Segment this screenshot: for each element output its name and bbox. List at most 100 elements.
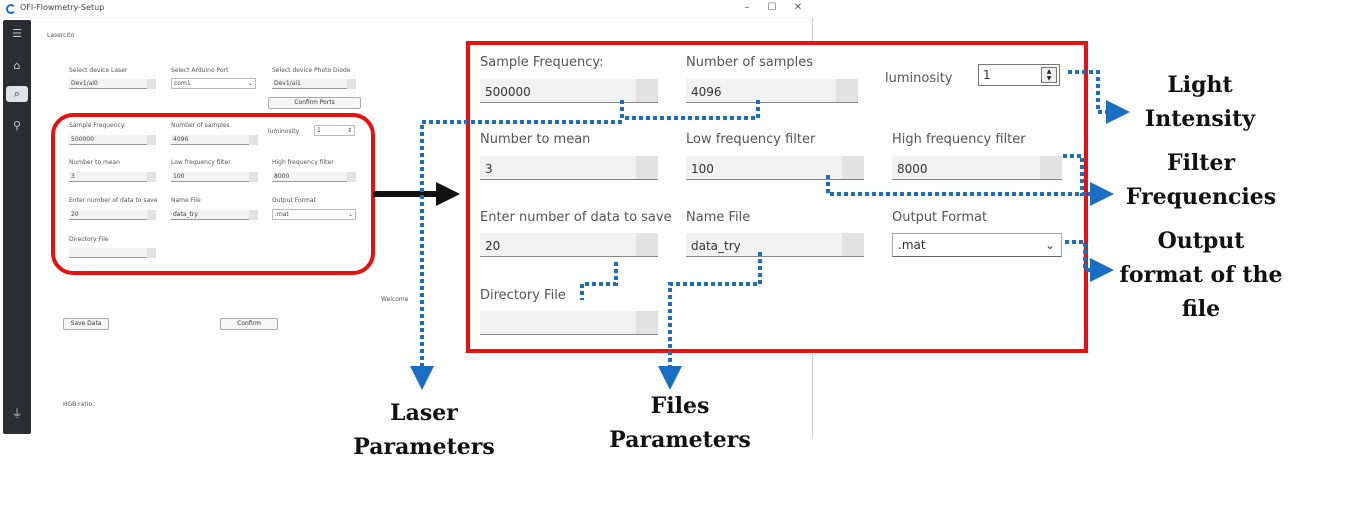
zoom-output-format-value: .mat — [898, 238, 926, 252]
sidebar: ☰ ⌂ ⌕ ⚲ ⏚ — [3, 20, 31, 434]
sample-frequency-label: Sample Frequency: — [69, 122, 126, 129]
luminosity-value: 1 — [317, 127, 321, 134]
num-data-input[interactable]: 20 — [69, 210, 156, 220]
save-data-button[interactable]: Save Data — [63, 318, 109, 330]
output-format-value: .mat — [275, 211, 289, 218]
filter-high-connector — [1063, 154, 1114, 206]
laser-device-input[interactable]: Dev1/ai0 — [69, 79, 156, 89]
spin-arrows-icon[interactable]: ▲▼ — [1041, 67, 1057, 83]
luminosity-label: luminosity — [268, 128, 300, 135]
welcome-text: Welcome — [381, 296, 409, 303]
zoom-low-filter-input[interactable]: 100 — [686, 156, 864, 180]
zoom-number-to-mean-label: Number to mean — [480, 132, 591, 147]
number-to-mean-input[interactable]: 3 — [69, 172, 156, 182]
zoom-low-filter-value: 100 — [691, 162, 714, 176]
num-samples-input[interactable]: 4096 — [171, 135, 258, 145]
arduino-port-select[interactable]: com1⌄ — [171, 78, 256, 89]
annotation-line: Intensity — [1144, 106, 1256, 132]
low-filter-input[interactable]: 100 — [171, 172, 258, 182]
light-intensity-annotation: Light Intensity — [1120, 68, 1280, 136]
number-to-mean-label: Number to mean — [69, 159, 120, 166]
zoom-name-file-value: data_try — [691, 239, 741, 253]
zoom-high-filter-input[interactable]: 8000 — [892, 156, 1062, 180]
zoom-luminosity-spinbox[interactable]: 1 ▲▼ — [978, 64, 1060, 86]
directory-label: Directory File — [69, 236, 109, 243]
zoom-num-data-input[interactable]: 20 — [480, 233, 658, 257]
photo-diode-label: Select device Photo Diode — [272, 67, 351, 74]
zoom-sample-frequency-input[interactable]: 500000 — [480, 79, 658, 103]
photo-diode-value: Dev1/ai1 — [274, 80, 301, 87]
output-format-annotation: Output format of the file — [1106, 224, 1296, 326]
confirm-ports-button[interactable]: Confirm Ports — [268, 97, 361, 109]
zoomed-form-panel: Sample Frequency: 500000 Number of sampl… — [466, 41, 1088, 353]
laser-device-label: Select device Laser — [69, 67, 128, 74]
annotation-line: Parameters — [609, 427, 751, 453]
zoom-num-data-value: 20 — [485, 239, 501, 253]
home-icon[interactable]: ⌂ — [13, 59, 21, 72]
zoom-sample-frequency-label: Sample Frequency: — [480, 55, 604, 70]
num-samples-label: Number of samples — [171, 122, 230, 129]
spin-arrows-icon[interactable]: ⇕ — [346, 127, 352, 134]
hgb-ratio-label: HGB ratio: — [63, 401, 95, 408]
high-filter-value: 8000 — [274, 173, 290, 180]
num-data-label: Enter number of data to save — [69, 197, 158, 204]
zoom-number-to-mean-value: 3 — [485, 162, 493, 176]
sample-frequency-value: 500000 — [71, 136, 94, 143]
annotation-line: Frequencies — [1125, 184, 1277, 210]
zoom-num-samples-input[interactable]: 4096 — [686, 79, 858, 103]
search-icon[interactable]: ⚲ — [12, 119, 22, 132]
annotation-line: Light — [1167, 72, 1233, 98]
annotation-line: Filter — [1166, 150, 1236, 176]
zoom-high-filter-label: High frequency filter — [892, 132, 1026, 147]
low-filter-label: Low frequency filter — [171, 159, 231, 166]
files-parameters-connector — [658, 252, 762, 390]
confirm-button[interactable]: Confirm — [220, 318, 278, 330]
attachment-icon[interactable]: ⌕ — [6, 86, 28, 102]
zoom-directory-input[interactable] — [480, 311, 658, 335]
app-logo-icon — [6, 4, 16, 14]
output-format-connector — [1065, 240, 1114, 282]
filter-low-connector — [826, 175, 1102, 196]
app-header: Lasercito — [47, 32, 75, 39]
zoom-num-data-label: Enter number of data to save — [480, 210, 672, 225]
sample-frequency-input[interactable]: 500000 — [69, 135, 156, 145]
annotation-line: format of the — [1119, 262, 1283, 288]
close-button[interactable]: ✕ — [793, 2, 803, 13]
output-format-label: Output Format — [272, 197, 316, 204]
annotation-line: file — [1181, 296, 1221, 322]
annotation-line: Output — [1157, 228, 1245, 254]
name-file-input[interactable]: data_try — [171, 210, 258, 220]
zoom-low-filter-label: Low frequency filter — [686, 132, 816, 147]
annotation-line: Files — [650, 393, 710, 419]
zoom-output-format-select[interactable]: .mat ⌄ — [892, 233, 1062, 257]
zoom-number-to-mean-input[interactable]: 3 — [480, 156, 658, 180]
low-filter-value: 100 — [173, 173, 185, 180]
maximize-button[interactable]: ☐ — [767, 2, 777, 13]
high-filter-input[interactable]: 8000 — [272, 172, 356, 182]
zoom-luminosity-value: 1 — [983, 68, 991, 82]
minimize-button[interactable]: – — [744, 2, 750, 13]
directory-input[interactable] — [69, 248, 156, 258]
arduino-port-label: Select Arduino Port — [171, 67, 229, 74]
zoom-sample-frequency-value: 500000 — [485, 85, 531, 99]
num-data-value: 20 — [71, 211, 79, 218]
output-format-select[interactable]: .mat ⌄ — [272, 209, 356, 220]
zoom-num-samples-value: 4096 — [691, 85, 722, 99]
number-to-mean-value: 3 — [71, 173, 75, 180]
menu-icon[interactable]: ☰ — [12, 27, 22, 40]
zoom-name-file-input[interactable]: data_try — [686, 233, 864, 257]
name-file-value: data_try — [173, 211, 198, 218]
plug-icon[interactable]: ⏚ — [11, 407, 23, 420]
title-bar: OFI-Flowmetry-Setup – ☐ ✕ — [0, 0, 813, 18]
photo-diode-input[interactable]: Dev1/ai1 — [272, 79, 356, 89]
chevron-down-icon: ⌄ — [1044, 238, 1055, 252]
laser-top-connector — [620, 100, 760, 120]
chevron-down-icon: ⌄ — [347, 211, 353, 218]
zoom-output-format-label: Output Format — [892, 210, 988, 225]
annotation-line: Parameters — [353, 434, 495, 460]
light-intensity-connector — [1068, 70, 1130, 124]
zoom-directory-label: Directory File — [480, 288, 566, 303]
chevron-down-icon: ⌄ — [247, 80, 253, 87]
zoom-high-filter-value: 8000 — [897, 162, 928, 176]
